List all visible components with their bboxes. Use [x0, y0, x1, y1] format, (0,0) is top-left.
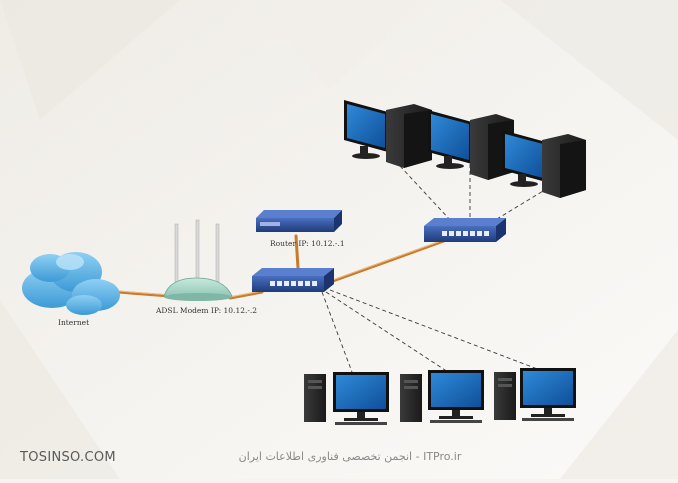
link-pc-top-3 — [491, 187, 549, 223]
desktop-computer-icon — [344, 100, 432, 168]
desktop-computer-icon — [494, 368, 576, 421]
desktop-computer-icon — [502, 130, 586, 198]
link-pc-bottom-3 — [329, 289, 541, 371]
watermark-itpro: ITPro.ir - انجمن تخصصی فناوری اطلاعات ای… — [238, 450, 462, 463]
cable-links — [116, 234, 454, 300]
cable-internet-modem — [116, 290, 172, 298]
link-pc-bottom-1 — [321, 291, 353, 373]
cable-modem-switch — [228, 290, 264, 300]
cable-router-switch — [294, 234, 300, 270]
watermark-tosinso: TOSINSO.COM — [20, 450, 116, 465]
modem-icon — [163, 219, 233, 301]
router-label: Router IP: 10.12.-.1 — [270, 239, 345, 248]
cloud-icon — [22, 252, 120, 315]
switch-icon — [252, 268, 334, 292]
desktop-computer-icon — [400, 370, 484, 423]
dashed-links — [321, 164, 549, 373]
link-pc-bottom-2 — [325, 291, 449, 373]
link-pc-top-1 — [399, 165, 453, 223]
router-icon — [256, 210, 342, 232]
internet-label: Internet — [58, 318, 90, 327]
modem-label: ADSL Modem IP: 10.12.-.2 — [156, 306, 258, 315]
cable-switch-switch — [328, 236, 454, 284]
switch-icon — [424, 218, 506, 242]
desktop-computer-icon — [304, 372, 389, 425]
